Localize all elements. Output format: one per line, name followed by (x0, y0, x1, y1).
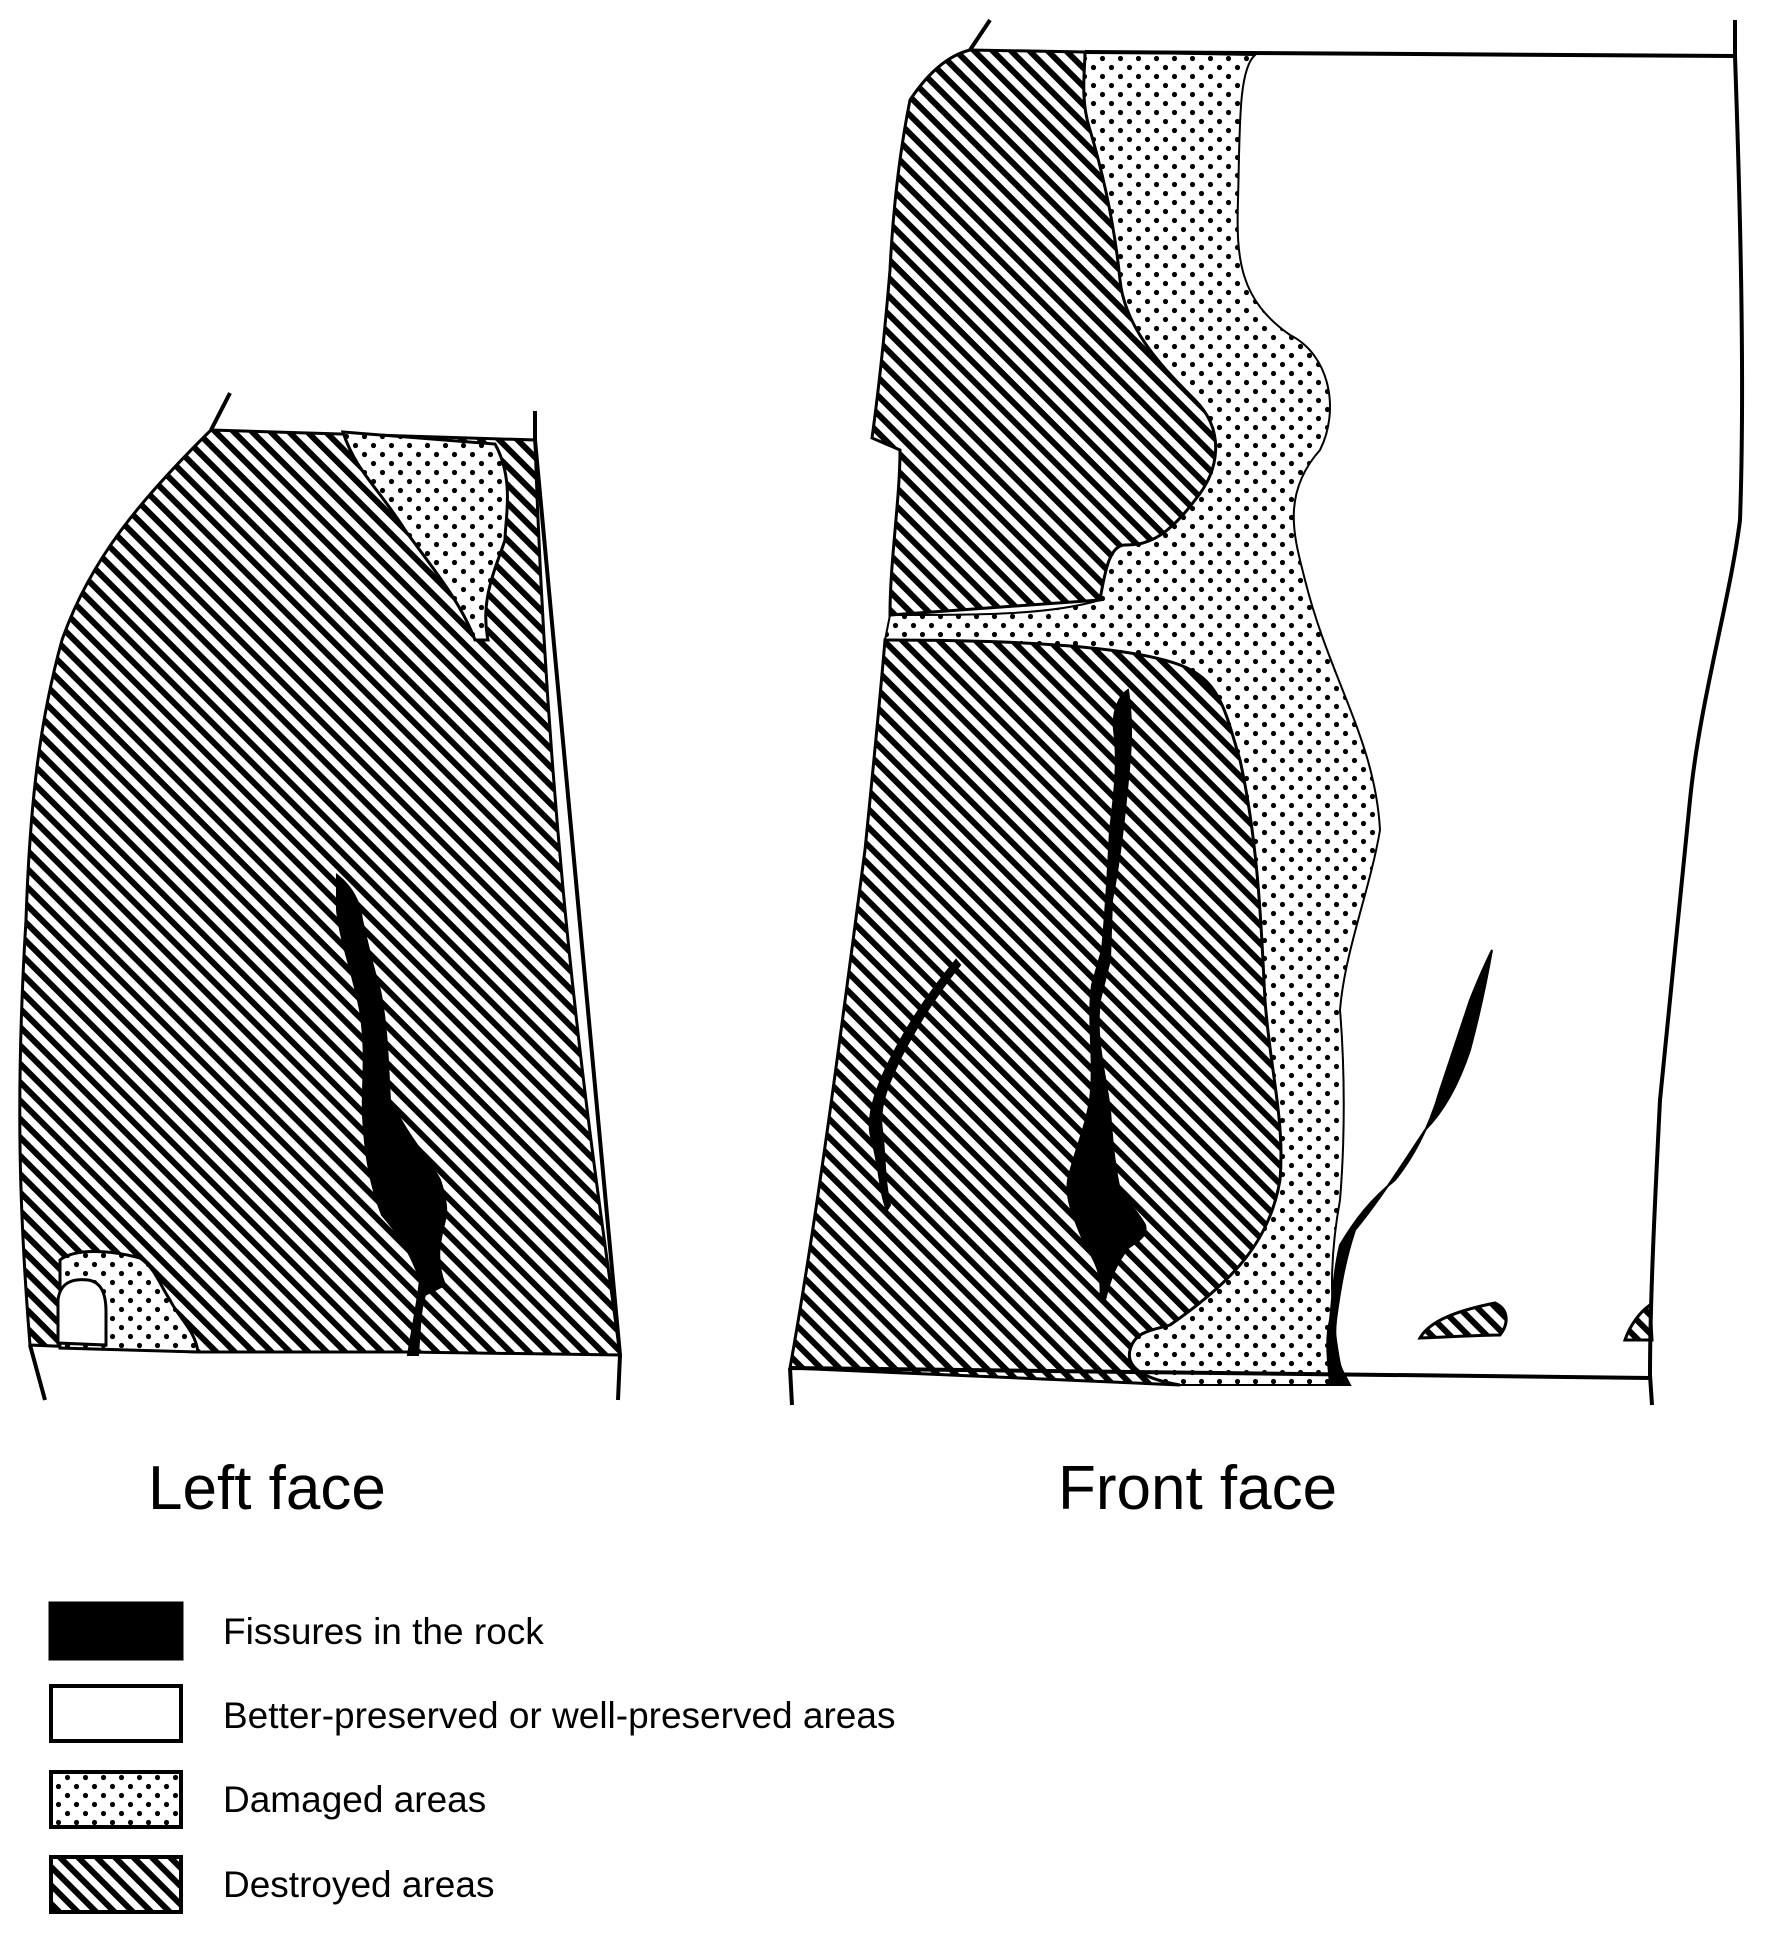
front-face-destroyed-area-upper (870, 48, 1218, 617)
left-face-outline (28, 392, 623, 1401)
legend-swatches (48, 1601, 184, 1914)
left-face-drawing (18, 392, 623, 1401)
legend-label-destroyed: Destroyed areas (223, 1864, 495, 1905)
legend-label-fissures: Fissures in the rock (223, 1611, 544, 1652)
front-face-fissure-left (868, 958, 962, 1213)
left-face-destroyed-area (18, 428, 622, 1357)
left-face-damaged-area-top (340, 430, 509, 642)
legend-swatch-destroyed (49, 1855, 183, 1914)
front-face-title: Front face (1058, 1454, 1338, 1523)
legend-label-damaged: Damaged areas (223, 1779, 487, 1820)
left-face-fissure (336, 872, 448, 1356)
front-face-destroyed-chip-1 (1417, 1301, 1508, 1340)
left-face-preserved-pocket (56, 1278, 108, 1347)
legend-swatch-damaged (49, 1770, 183, 1829)
front-face-outline (788, 18, 1745, 1406)
front-face-fissure-center (1066, 688, 1147, 1301)
front-face-drawing (788, 18, 1745, 1406)
front-face-destroyed-area-lower (788, 638, 1283, 1387)
legend-swatch-preserved (49, 1684, 183, 1743)
left-face-title: Left face (148, 1454, 386, 1523)
legend-label-preserved: Better-preserved or well-preserved areas (223, 1695, 896, 1736)
legend-swatch-fissures (48, 1601, 184, 1661)
front-face-fissure-right (1326, 949, 1493, 1386)
